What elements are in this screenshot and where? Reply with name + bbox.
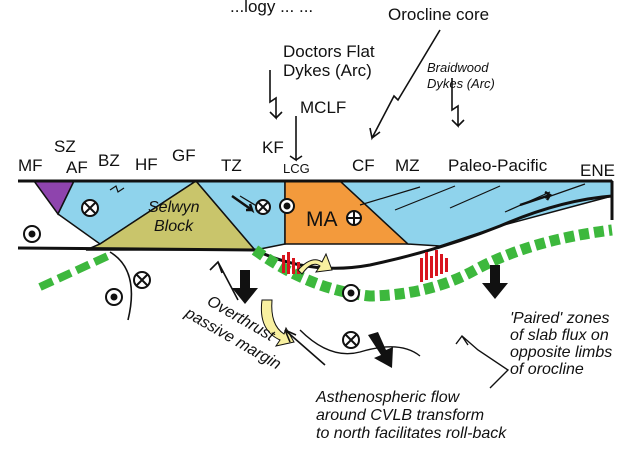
paired-arrow (456, 336, 508, 388)
braidwood-label-2: Dykes (Arc) (427, 76, 495, 91)
zone-gf: GF (172, 146, 196, 165)
astheno-label-1: Asthenospheric flow (315, 389, 461, 406)
zone-paleo-pacific: Paleo-Pacific (448, 156, 548, 175)
zone-sz: SZ (54, 137, 76, 156)
zone-mf: MF (18, 156, 43, 175)
paired-label-4: of orocline (510, 361, 584, 378)
zone-cf: CF (352, 156, 375, 175)
braidwood-label-1: Braidwood (427, 60, 489, 75)
paired-label-3: opposite limbs (510, 344, 612, 361)
paired-label-2: of slab flux on (510, 327, 609, 344)
astheno-label-3: to north facilitates roll-back (316, 425, 507, 442)
downward-arrow-west (232, 270, 258, 304)
zone-hf: HF (135, 155, 158, 174)
zone-tz: TZ (221, 156, 242, 175)
selwyn-label-2: Block (154, 218, 194, 235)
downward-arrow-center (368, 332, 393, 368)
orocline-core-label: Orocline core (388, 5, 489, 24)
zone-ene: ENE (580, 161, 615, 180)
zone-lcg: LCG (283, 161, 310, 176)
doctors-flat-label-1: Doctors Flat (283, 42, 375, 61)
header-cropped-text: ...logy ... ... (230, 0, 313, 16)
curve-line-west (110, 252, 131, 320)
melt-bars-east (420, 250, 448, 282)
curve-line-center (300, 330, 420, 356)
astheno-label-2: around CVLB transform (316, 407, 484, 424)
ma-label: MA (306, 208, 338, 231)
zone-bz: BZ (98, 151, 120, 170)
zone-kf: KF (262, 138, 284, 157)
selwyn-label-1: Selwyn (148, 199, 200, 216)
zone-mz: MZ (395, 156, 420, 175)
doctors-flat-label-2: Dykes (Arc) (283, 61, 372, 80)
mclf-label: MCLF (300, 98, 346, 117)
zone-af: AF (66, 158, 88, 177)
paired-label-1: 'Paired' zones (510, 310, 610, 327)
slab-west-fragment (40, 255, 110, 287)
